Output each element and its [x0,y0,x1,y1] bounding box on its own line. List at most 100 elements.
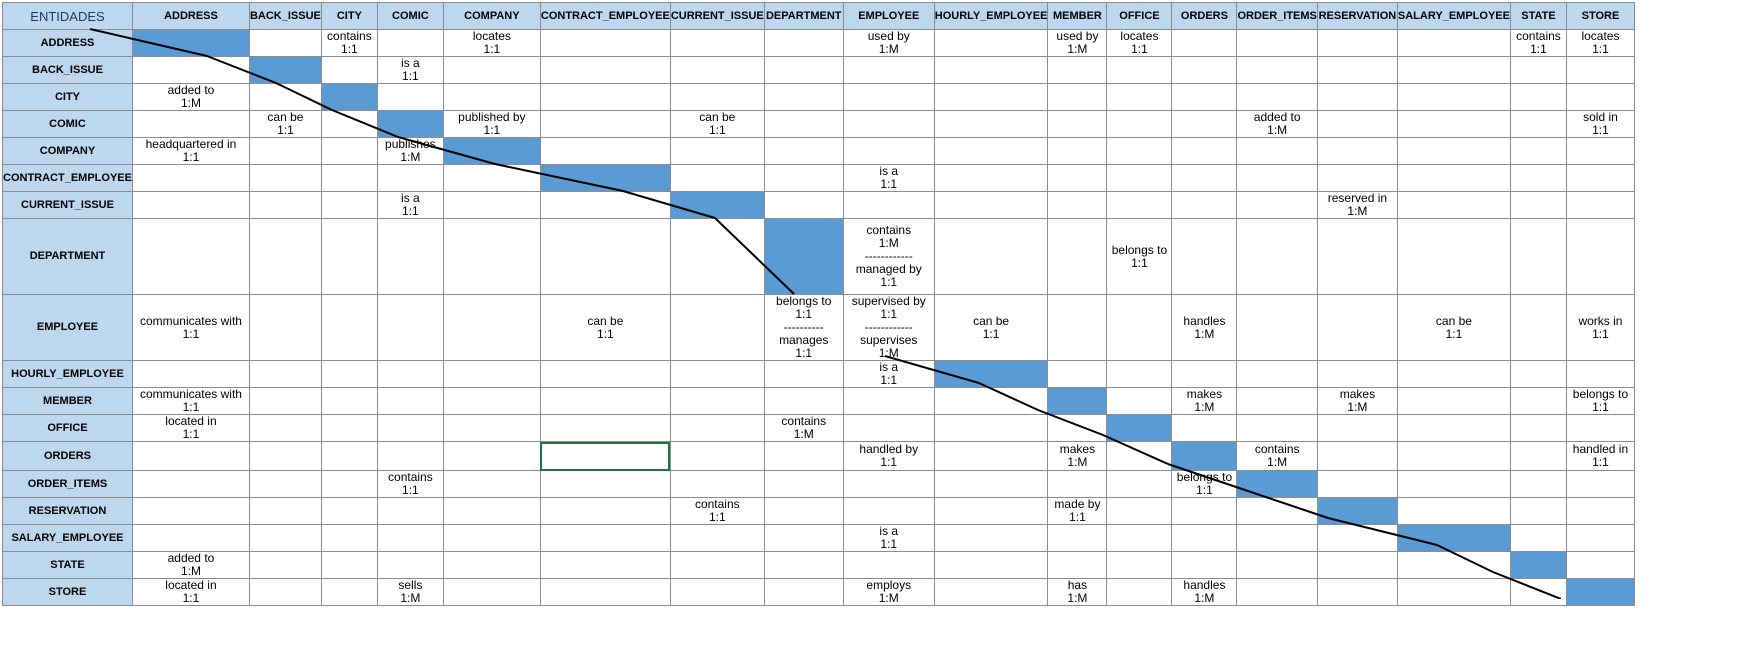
cell-company-order-items[interactable] [1236,137,1318,165]
cell-back-issue-current-issue[interactable] [669,56,765,84]
cell-hourly-employee-city[interactable] [320,360,378,388]
row-header-reservation[interactable]: RESERVATION [2,497,133,525]
cell-contract-employee-office[interactable] [1106,164,1173,192]
cell-order-items-employee[interactable] [842,470,935,498]
cell-department-current-issue[interactable] [669,218,765,295]
cell-department-store[interactable] [1565,218,1635,295]
cell-store-office[interactable] [1106,578,1173,606]
cell-comic-department[interactable] [763,110,844,138]
cell-city-employee[interactable] [842,83,935,111]
cell-department-comic[interactable] [376,218,444,295]
cell-department-order-items[interactable] [1236,218,1318,295]
cell-office-reservation[interactable] [1316,414,1398,442]
cell-back-issue-city[interactable] [320,56,378,84]
cell-company-member[interactable] [1047,137,1108,165]
column-header-address[interactable]: ADDRESS [131,2,250,30]
cell-orders-reservation[interactable] [1316,441,1398,471]
cell-employee-reservation[interactable] [1316,294,1398,361]
cell-company-state[interactable] [1509,137,1567,165]
cell-current-issue-back-issue[interactable] [248,191,322,219]
row-header-company[interactable]: COMPANY [2,137,133,165]
cell-store-reservation[interactable] [1316,578,1398,606]
cell-contract-employee-state[interactable] [1509,164,1567,192]
cell-address-comic[interactable] [376,29,444,57]
cell-reservation-store[interactable] [1565,497,1635,525]
cell-office-order-items[interactable] [1236,414,1318,442]
cell-orders-comic[interactable] [376,441,444,471]
cell-hourly-employee-hourly-employee[interactable] [933,360,1049,388]
corner-cell-entidades[interactable]: ENTIDADES [2,2,133,30]
cell-office-current-issue[interactable] [669,414,765,442]
cell-current-issue-contract-employee[interactable] [539,191,671,219]
row-header-employee[interactable]: EMPLOYEE [2,294,133,361]
column-header-member[interactable]: MEMBER [1047,2,1108,30]
cell-office-member[interactable] [1047,414,1108,442]
cell-current-issue-address[interactable] [131,191,250,219]
cell-city-member[interactable] [1047,83,1108,111]
cell-store-contract-employee[interactable] [539,578,671,606]
cell-company-reservation[interactable] [1316,137,1398,165]
cell-state-department[interactable] [763,551,844,579]
cell-contract-employee-member[interactable] [1047,164,1108,192]
cell-order-items-state[interactable] [1509,470,1567,498]
cell-contract-employee-company[interactable] [442,164,541,192]
cell-store-hourly-employee[interactable] [933,578,1049,606]
cell-store-department[interactable] [763,578,844,606]
cell-comic-hourly-employee[interactable] [933,110,1049,138]
cell-office-employee[interactable] [842,414,935,442]
cell-comic-employee[interactable] [842,110,935,138]
cell-office-comic[interactable] [376,414,444,442]
cell-order-items-address[interactable] [131,470,250,498]
cell-back-issue-order-items[interactable] [1236,56,1318,84]
cell-current-issue-member[interactable] [1047,191,1108,219]
cell-hourly-employee-comic[interactable] [376,360,444,388]
cell-back-issue-state[interactable] [1509,56,1567,84]
cell-salary-employee-state[interactable] [1509,524,1567,552]
cell-city-order-items[interactable] [1236,83,1318,111]
column-header-office[interactable]: OFFICE [1106,2,1173,30]
cell-member-order-items[interactable] [1236,387,1318,415]
cell-state-salary-employee[interactable] [1396,551,1511,579]
column-header-orders[interactable]: ORDERS [1171,2,1238,30]
cell-reservation-hourly-employee[interactable] [933,497,1049,525]
cell-address-contract-employee[interactable] [539,29,671,57]
row-header-order-items[interactable]: ORDER_ITEMS [2,470,133,498]
cell-address-back-issue[interactable] [248,29,322,57]
cell-comic-salary-employee[interactable] [1396,110,1511,138]
cell-store-current-issue[interactable] [669,578,765,606]
cell-salary-employee-contract-employee[interactable] [539,524,671,552]
column-header-back-issue[interactable]: BACK_ISSUE [248,2,322,30]
column-header-current-issue[interactable]: CURRENT_ISSUE [669,2,765,30]
cell-salary-employee-comic[interactable] [376,524,444,552]
cell-state-contract-employee[interactable] [539,551,671,579]
cell-contract-employee-salary-employee[interactable] [1396,164,1511,192]
cell-current-issue-department[interactable] [763,191,844,219]
cell-salary-employee-order-items[interactable] [1236,524,1318,552]
cell-salary-employee-current-issue[interactable] [669,524,765,552]
cell-contract-employee-current-issue[interactable] [669,164,765,192]
row-header-hourly-employee[interactable]: HOURLY_EMPLOYEE [2,360,133,388]
cell-city-state[interactable] [1509,83,1567,111]
column-header-hourly-employee[interactable]: HOURLY_EMPLOYEE [933,2,1049,30]
row-header-comic[interactable]: COMIC [2,110,133,138]
column-header-city[interactable]: CITY [320,2,378,30]
cell-orders-hourly-employee[interactable] [933,441,1049,471]
cell-order-items-city[interactable] [320,470,378,498]
cell-store-city[interactable] [320,578,378,606]
cell-back-issue-member[interactable] [1047,56,1108,84]
cell-contract-employee-store[interactable] [1565,164,1635,192]
cell-department-company[interactable] [442,218,541,295]
cell-city-back-issue[interactable] [248,83,322,111]
cell-current-issue-company[interactable] [442,191,541,219]
cell-member-comic[interactable] [376,387,444,415]
cell-reservation-order-items[interactable] [1236,497,1318,525]
